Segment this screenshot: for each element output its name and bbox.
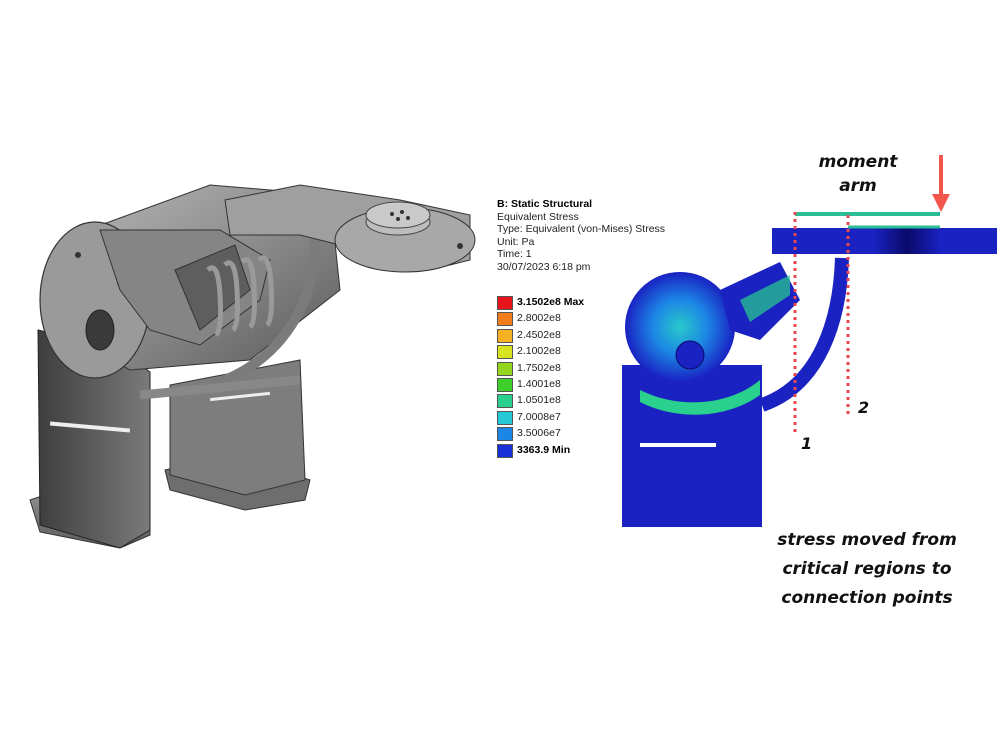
legend-swatch — [497, 328, 513, 343]
stress-note-line1: stress moved from — [777, 530, 957, 550]
section-marker-1: 1 — [801, 434, 813, 453]
legend-swatch — [497, 345, 513, 360]
legend-swatch — [497, 394, 513, 409]
stress-note: stress moved from critical regions to co… — [772, 526, 962, 613]
result-date: 30/07/2023 6:18 pm — [497, 260, 591, 273]
legend-label: 1.4001e8 — [517, 378, 561, 390]
legend-label: 1.7502e8 — [517, 361, 561, 374]
cad-model-render — [29, 184, 476, 549]
moment-arm-annotation — [793, 212, 940, 435]
legend-label: 2.4502e8 — [517, 328, 561, 341]
legend-label: 3.5006e7 — [517, 427, 561, 440]
fea-stress-plot — [622, 228, 997, 527]
legend-swatch — [497, 410, 513, 425]
legend-label: 7.0008e7 — [517, 410, 561, 423]
legend-label: 3.1502e8 Max — [517, 296, 585, 308]
moment-arm-label-line1: moment — [818, 152, 898, 172]
load-arrow-icon — [932, 155, 950, 212]
analysis-title: B: Static Structural — [497, 198, 593, 210]
legend-swatch — [497, 296, 513, 310]
result-name: Equivalent Stress — [497, 210, 579, 223]
moment-arm-label: moment arm — [808, 150, 908, 198]
result-type: Type: Equivalent (von-Mises) Stress — [497, 223, 666, 236]
section-marker-2: 2 — [858, 398, 870, 417]
stress-note-line2: critical regions to — [782, 559, 952, 579]
analysis-info: B: Static Structural Equivalent Stress T… — [497, 198, 665, 274]
legend-swatch — [497, 312, 513, 327]
legend-label: 1.0501e8 — [517, 394, 561, 407]
result-unit: Unit: Pa — [497, 235, 535, 248]
legend-label: 3363.9 Min — [517, 443, 571, 456]
result-time: Time: 1 — [497, 248, 532, 261]
moment-arm-label-line2: arm — [839, 176, 877, 196]
stress-note-line3: connection points — [781, 588, 953, 608]
legend-swatch — [497, 378, 513, 392]
legend-swatch — [497, 361, 513, 376]
legend-label: 2.1002e8 — [517, 345, 561, 358]
legend-swatch — [497, 427, 513, 442]
legend-swatch — [497, 443, 513, 458]
legend-label: 2.8002e8 — [517, 312, 561, 325]
